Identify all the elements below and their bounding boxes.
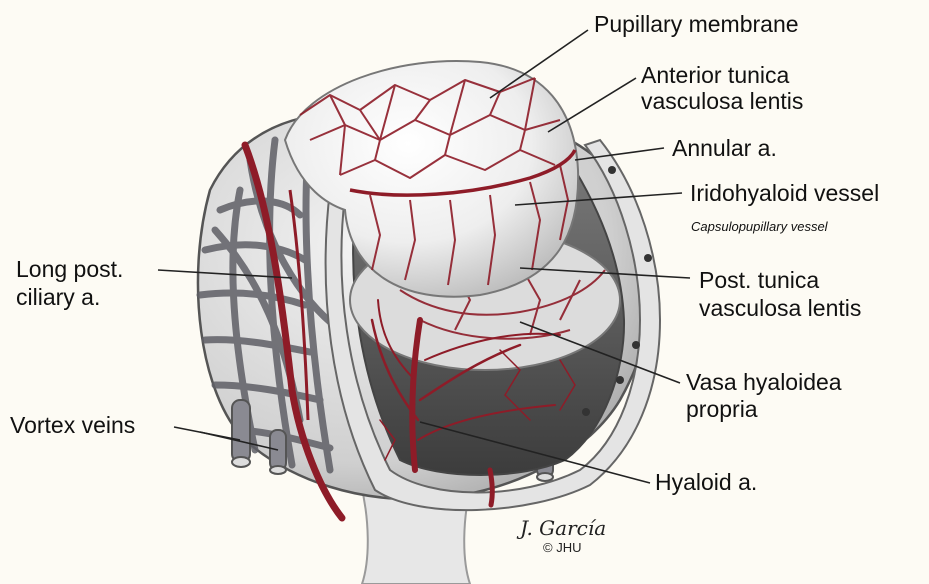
label-post-tunica-line1: Post. tunica (699, 268, 819, 293)
label-long-post-ciliary-line1: Long post. (16, 257, 123, 282)
label-post-tunica-line2: vasculosa lentis (699, 296, 861, 321)
artist-signature: J. García (520, 516, 606, 540)
copyright-credit: © JHU (543, 540, 581, 555)
label-vasa-hyaloidea-line2: propria (686, 397, 758, 422)
label-vasa-hyaloidea-line1: Vasa hyaloidea (686, 370, 842, 395)
label-anterior-tunica-line1: Anterior tunica (641, 63, 789, 88)
label-hyaloid-artery: Hyaloid a. (655, 470, 757, 495)
label-iridohyaloid-vessel: Iridohyaloid vessel (690, 181, 879, 206)
label-capsulopupillary-vessel: Capsulopupillary vessel (691, 219, 828, 234)
label-pupillary-membrane: Pupillary membrane (594, 12, 799, 37)
label-vortex-veins: Vortex veins (10, 413, 135, 438)
label-anterior-tunica-line2: vasculosa lentis (641, 89, 803, 114)
label-long-post-ciliary-line2: ciliary a. (16, 285, 100, 310)
label-annular-artery: Annular a. (672, 136, 777, 161)
